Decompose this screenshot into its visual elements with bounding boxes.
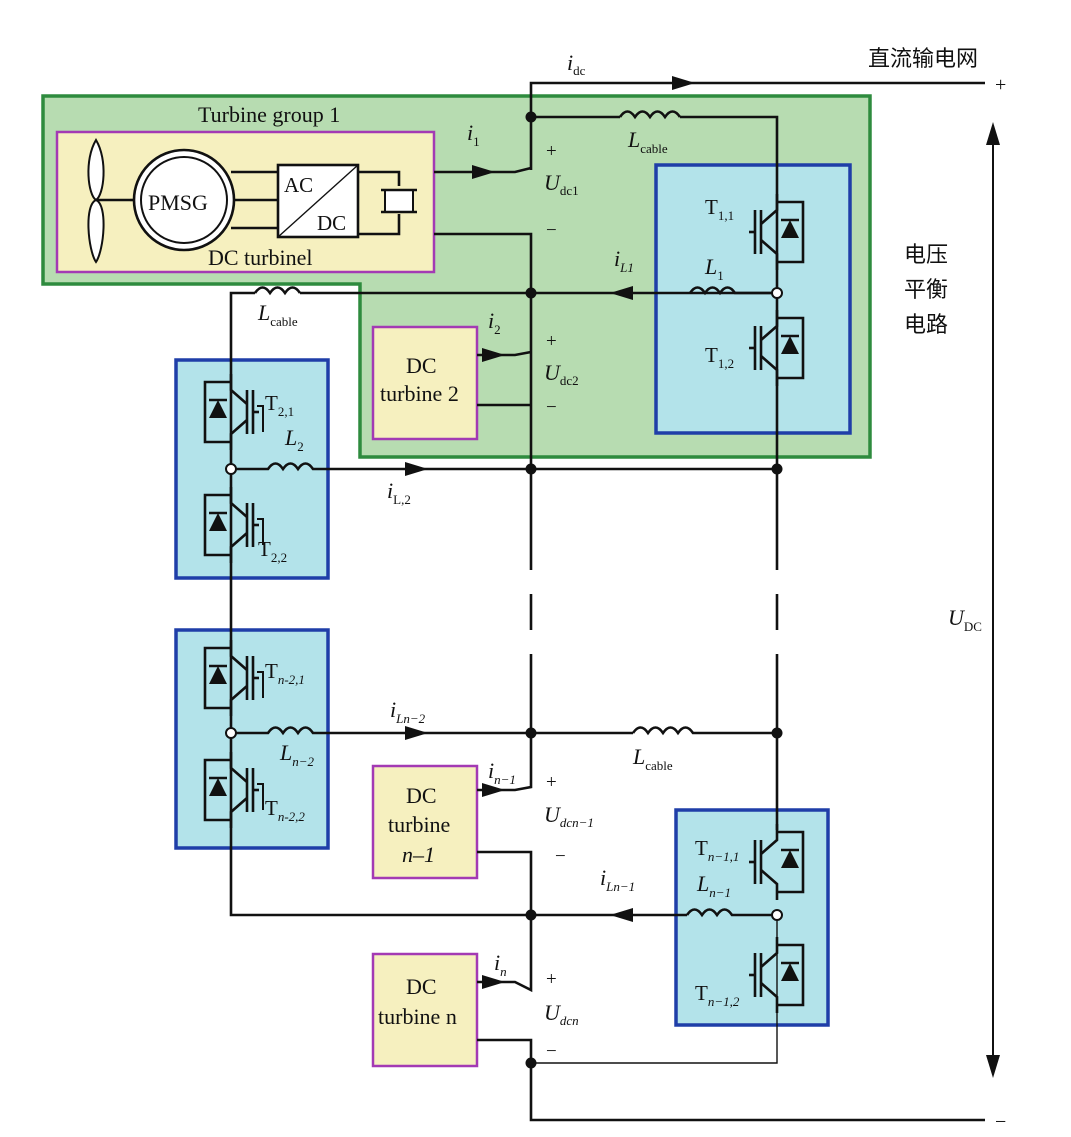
dc-turbine-n1-line2: turbine bbox=[388, 812, 450, 837]
udc2-plus: + bbox=[546, 331, 557, 352]
balance-label-1: 电压 bbox=[904, 243, 948, 268]
udcn1-label: Udcn−1 bbox=[544, 802, 594, 830]
balance-label-2: 平衡 bbox=[904, 278, 948, 303]
wiring bbox=[130, 81, 985, 1122]
l1-label: L1 bbox=[704, 254, 724, 283]
t12-label: T1,2 bbox=[705, 343, 734, 371]
udcn-plus: + bbox=[546, 969, 557, 990]
i-2-label: i2 bbox=[488, 308, 501, 337]
udc1-label: Udc1 bbox=[544, 170, 579, 198]
tn12-label: Tn−1,2 bbox=[695, 981, 740, 1009]
dc-turbine-2-box bbox=[371, 325, 479, 441]
grid-label: 直流输电网 bbox=[868, 47, 978, 72]
group1-title: Turbine group 1 bbox=[198, 102, 340, 127]
dc-turbine-1-label: DC turbinel bbox=[208, 245, 313, 270]
t11-label: T1,1 bbox=[705, 195, 734, 223]
i-ln2-label: iLn−2 bbox=[390, 697, 426, 726]
udc1-minus: − bbox=[546, 220, 557, 241]
capacitor-icon bbox=[381, 188, 417, 214]
lcable-bottom-label: Lcable bbox=[632, 744, 673, 773]
pmsg-label: PMSG bbox=[148, 190, 208, 215]
dc-turbine-n1-line3: n–1 bbox=[402, 842, 435, 867]
dc-turbine-1-box bbox=[55, 130, 436, 274]
ln1-label: Ln−1 bbox=[696, 871, 731, 900]
dc-turbine-n-line2: turbine n bbox=[378, 1004, 457, 1029]
i-n-label: in bbox=[494, 950, 507, 979]
i-1-label: i1 bbox=[467, 120, 480, 149]
junction-dots bbox=[225, 111, 783, 1069]
lcable-left-label: Lcable bbox=[257, 300, 298, 329]
dc-turbine-n-line1: DC bbox=[406, 974, 437, 999]
tn11-label: Tn−1,1 bbox=[695, 836, 739, 864]
dc-turbine-n-box bbox=[371, 952, 479, 1068]
udc-arrow bbox=[986, 122, 1000, 1078]
converter-dc-label: DC bbox=[317, 211, 346, 235]
t22-label: T2,2 bbox=[258, 537, 287, 565]
dc-turbine-n1-line1: DC bbox=[406, 783, 437, 808]
grid-plus: + bbox=[995, 74, 1006, 96]
udcn-label: Udcn bbox=[544, 1000, 579, 1028]
grid-minus: − bbox=[995, 1111, 1006, 1133]
udc2-minus: − bbox=[546, 397, 557, 418]
lcable-top-label: Lcable bbox=[627, 127, 668, 156]
udcn1-plus: + bbox=[546, 772, 557, 793]
dc-turbine-n1-box bbox=[371, 764, 479, 880]
current-arrows bbox=[405, 76, 695, 989]
tn21-label: Tn-2,1 bbox=[265, 659, 305, 687]
l2-label: L2 bbox=[284, 425, 304, 454]
converter-ac-label: AC bbox=[284, 173, 313, 197]
t21-label: T2,1 bbox=[265, 391, 294, 419]
i-ln1-label: iLn−1 bbox=[600, 865, 635, 894]
udc2-label: Udc2 bbox=[544, 360, 579, 388]
balance-cell-1-box bbox=[654, 163, 852, 435]
udcn-minus: − bbox=[546, 1041, 557, 1062]
wind-blade-icon bbox=[87, 138, 130, 264]
i-l1-label: iL1 bbox=[614, 246, 634, 275]
i-l2-label: iL,2 bbox=[387, 478, 411, 507]
ln2-label: Ln−2 bbox=[279, 740, 315, 769]
i-dc-label: idc bbox=[567, 50, 586, 78]
pmsg-inner-ring bbox=[140, 156, 228, 244]
udc-total-label: UDC bbox=[948, 605, 982, 634]
udc1-plus: + bbox=[546, 141, 557, 162]
balance-label-3: 电路 bbox=[904, 313, 948, 338]
tn22-label: Tn-2,2 bbox=[265, 796, 305, 824]
dc-turbine-2-line2: turbine 2 bbox=[380, 381, 459, 406]
dc-turbine-2-line1: DC bbox=[406, 353, 437, 378]
udcn1-minus: − bbox=[555, 846, 566, 867]
i-n1-label: in−1 bbox=[488, 758, 516, 787]
